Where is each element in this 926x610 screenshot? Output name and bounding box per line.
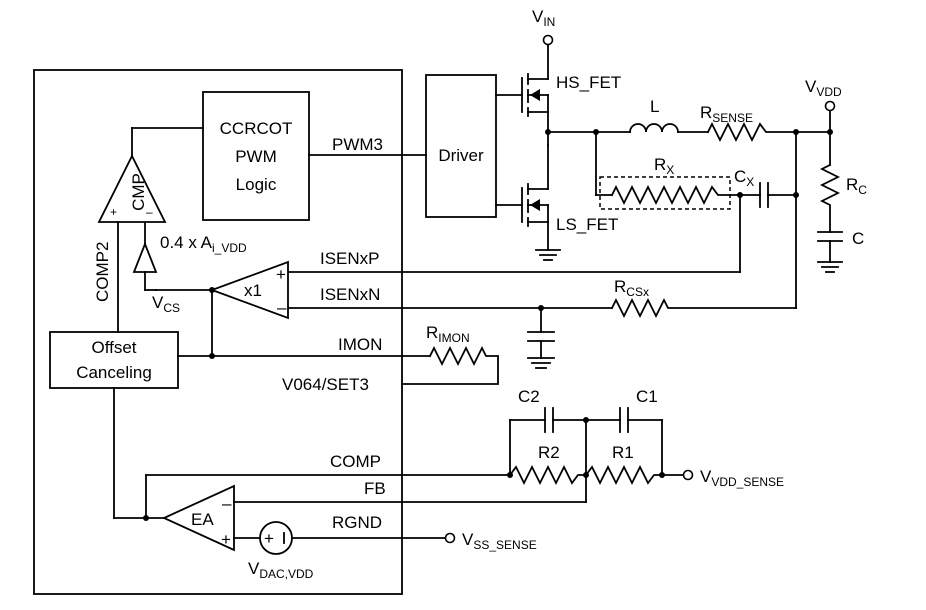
vin-label: VIN: [532, 7, 555, 29]
pwm-logic-label-2: PWM: [235, 147, 277, 166]
r2-resistor: [508, 464, 587, 486]
svg-text:+: +: [276, 265, 286, 284]
isenxn-label: ISENxN: [320, 285, 380, 304]
pwm-logic-label-3: Logic: [236, 175, 277, 194]
imon-label: IMON: [338, 335, 382, 354]
ea-label: EA: [191, 510, 214, 529]
v064-label: V064/SET3: [282, 375, 369, 394]
x1-amplifier: [209, 260, 289, 320]
cx-label: CX: [734, 167, 754, 189]
ls-fet: [521, 144, 549, 251]
rsense-resistor: [706, 121, 797, 143]
vdac-label: VDAC,VDD: [248, 559, 314, 581]
ls-fet-label: LS_FET: [556, 215, 618, 234]
r2-label: R2: [538, 443, 560, 462]
rcsx-resistor: [610, 297, 797, 319]
svg-text:+: +: [110, 205, 117, 219]
offset-label-2: Canceling: [76, 363, 152, 382]
vvdd-label: VVDD: [805, 77, 842, 99]
rimon-label: RIMON: [426, 323, 470, 345]
pwm-logic-label-1: CCRCOT: [220, 119, 293, 138]
rx-resistor: [610, 184, 741, 206]
cmp-comparator: [97, 153, 167, 223]
r1-resistor: [584, 464, 685, 486]
vss-sense-label: VSS_SENSE: [462, 530, 537, 552]
driver-label: Driver: [438, 146, 484, 165]
svg-text:–: –: [222, 494, 232, 513]
comp-label: COMP: [330, 452, 381, 471]
r1-label: R1: [612, 443, 634, 462]
svg-text:+: +: [221, 530, 231, 549]
inductor: [629, 123, 679, 133]
rc-label: RC: [846, 175, 867, 197]
rx-dashed-box: [599, 176, 731, 210]
hs-fet: [521, 44, 549, 146]
rgnd-label: RGND: [332, 513, 382, 532]
rimon-resistor: [401, 345, 499, 385]
hs-fet-label: HS_FET: [556, 73, 621, 92]
vdd-sense-label: VVDD_SENSE: [700, 467, 784, 489]
fb-label: FB: [364, 479, 386, 498]
rx-label: RX: [654, 155, 674, 177]
vcs-label: VCS: [152, 293, 180, 315]
gain-buffer: [132, 241, 158, 273]
gain-label: 0.4 x Ai_VDD: [160, 233, 247, 255]
ground-isen: [527, 357, 555, 369]
rcsx-label: RCSx: [614, 277, 649, 299]
ea-amplifier: [161, 484, 235, 552]
controller-box: [33, 69, 403, 595]
c2-label: C2: [518, 387, 540, 406]
ground-ls: [535, 249, 561, 261]
pwm3-label: PWM3: [332, 135, 383, 154]
x1-label: x1: [244, 281, 262, 300]
ground-c: [817, 261, 843, 273]
cmp-label: CMP: [129, 173, 148, 211]
pwm-logic-block: [202, 91, 310, 221]
svg-text:–: –: [277, 298, 287, 317]
rsense-label: RSENSE: [700, 103, 753, 125]
c-label: C: [852, 229, 864, 248]
rc-resistor: [819, 163, 841, 233]
c1-label: C1: [636, 387, 658, 406]
svg-text:–: –: [146, 205, 153, 219]
driver-block: [425, 74, 497, 218]
comp2-label: COMP2: [93, 242, 112, 302]
isenxp-label: ISENxP: [320, 249, 380, 268]
inductor-label: L: [650, 97, 659, 116]
offset-label-1: Offset: [91, 338, 136, 357]
svg-text:+: +: [264, 529, 274, 548]
